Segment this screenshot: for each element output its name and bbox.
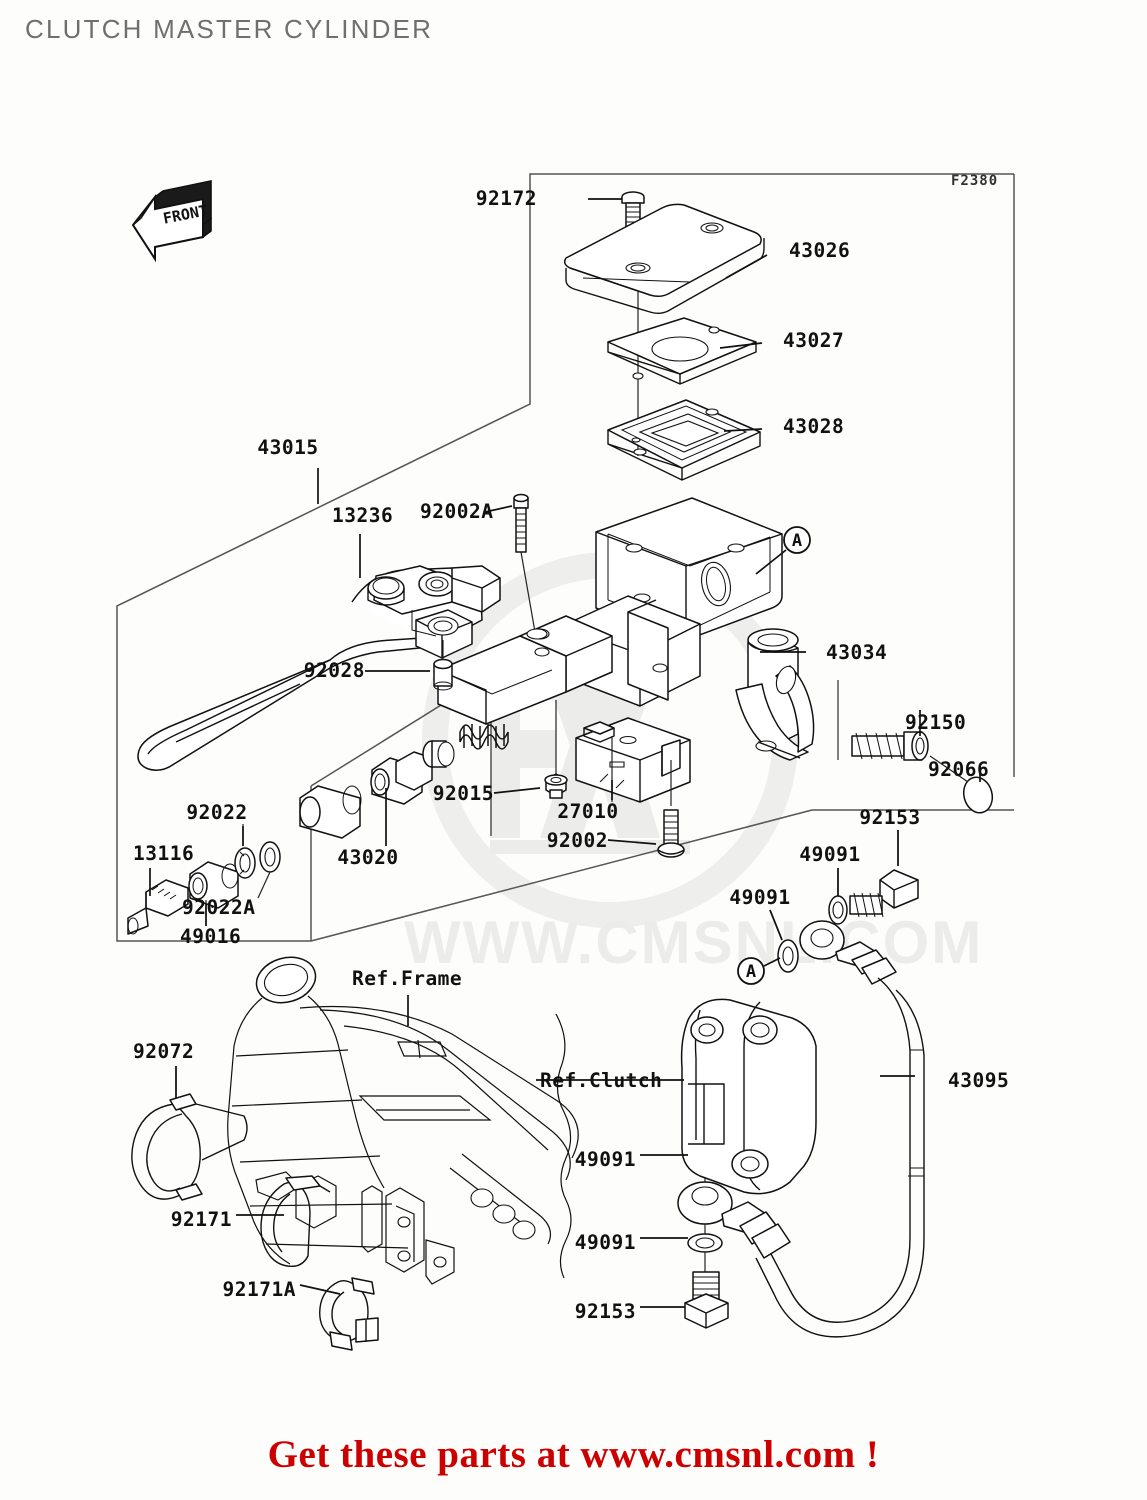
part-master-cylinder-body [437,497,783,725]
reference-marker-a-top-label: A [792,531,802,551]
part-92066-plug [929,755,994,814]
part-label-43027: 43027 [783,329,844,352]
part-label-92171A: 92171A [223,1278,296,1301]
part-43026-cap [563,203,765,314]
part-label-92153-upper: 92153 [859,806,920,829]
part-label-92002A: 92002A [420,500,493,523]
part-label-92171: 92171 [171,1208,232,1231]
part-label-49091-upper-2: 49091 [729,886,790,909]
part-label-92022A: 92022A [182,896,255,919]
part-92171A-clamp [319,1277,379,1351]
part-lower-banjo-fitting [677,1181,791,1259]
part-43034-clamp [735,628,815,761]
part-92015-nut [544,700,568,799]
part-92022A-washer [257,841,281,899]
part-92072-band [131,1066,248,1201]
part-label-92028: 92028 [304,659,365,682]
part-43020-piston-kit [299,724,509,839]
part-92022-circlip [234,824,256,879]
part-ref-frame [227,956,579,1285]
part-label-49091-lower-2: 49091 [575,1231,636,1254]
part-label-43020: 43020 [337,846,398,869]
front-arrow-icon: FRONT [131,180,212,263]
part-number-labels: 92172 43026 43027 43028 43015 13236 9200… [133,187,1009,1323]
part-92171-clamp [260,1175,331,1267]
watermark-text: WWW.CMSNL.COM [404,909,983,976]
part-43028-diaphragm [607,399,761,481]
part-92150-bolt [851,731,929,761]
part-92153-banjo-bolt-lower [684,1271,729,1329]
part-label-43028: 43028 [783,415,844,438]
reference-marker-a-bottom-label: A [746,962,756,982]
part-49091-washer-lower-2 [687,1233,723,1274]
part-13236-clutch-lever [137,565,501,771]
part-label-49091-upper-1: 49091 [799,843,860,866]
ref-frame-label: Ref.Frame [352,967,462,990]
part-label-92072: 92072 [133,1040,194,1063]
ref-clutch-label: Ref.Clutch [540,1069,662,1092]
part-label-13236: 13236 [332,504,393,527]
part-label-43026: 43026 [789,239,850,262]
part-label-49091-lower-1: 49091 [575,1148,636,1171]
part-92028-bush [433,640,453,691]
reference-marker-a-bottom: A [737,957,781,985]
part-label-49016: 49016 [180,925,241,948]
part-label-43015: 43015 [257,436,318,459]
part-label-92002: 92002 [547,829,608,852]
part-27010-switch [575,717,691,803]
part-43027-plate [607,317,757,385]
part-92002A-bolt [513,493,548,640]
part-ref-clutch-slave [680,998,817,1195]
part-label-92172: 92172 [476,187,537,210]
parts-diagram: WWW.CMSNL.COM FRONT F2380 [116,173,1015,1351]
part-label-92153-lower: 92153 [575,1300,636,1323]
part-label-92150: 92150 [905,711,966,734]
diagram-code: F2380 [951,173,998,189]
page-title: CLUTCH MASTER CYLINDER [25,14,434,44]
leader-lines [149,198,981,1308]
part-label-92066: 92066 [928,758,989,781]
part-43095-hose [755,977,925,1338]
part-13116-pushrod [127,879,189,935]
part-label-92015: 92015 [433,782,494,805]
part-49016-boot [188,861,239,926]
part-43095-hose-upper-fitting [799,920,897,985]
part-label-43095: 43095 [948,1069,1009,1092]
part-label-92022: 92022 [186,801,247,824]
part-label-27010: 27010 [557,800,618,823]
reference-marker-a-top: A [755,526,811,575]
footer-cta: Get these parts at www.cmsnl.com ! [267,1433,880,1476]
part-92002-screw [657,760,685,858]
part-label-13116: 13116 [133,842,194,865]
part-label-43034: 43034 [826,641,887,664]
